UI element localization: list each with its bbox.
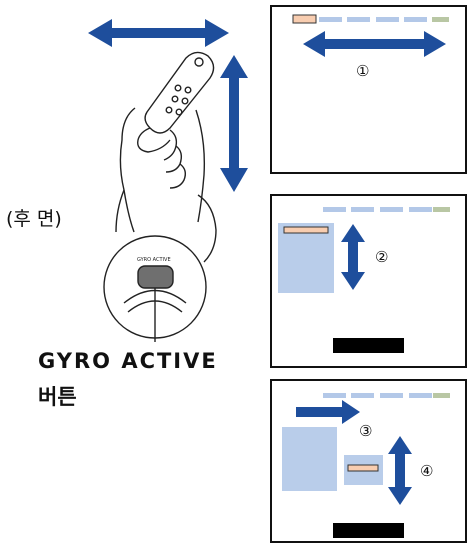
submenu-panel [278,223,334,293]
menu-item [347,17,370,22]
screen-3 [270,379,467,543]
black-bar [333,523,404,538]
menu-item [380,393,403,398]
menu-item [409,207,432,212]
black-bar [333,338,404,353]
screen-3-right-arrow [296,400,360,424]
rear-view-magnifier [103,235,207,342]
step-1-marker: ① [356,62,370,80]
hand-with-remote-illustration [115,51,217,263]
menu-item-last [433,207,450,212]
menu-item [323,207,346,212]
screen-2-vertical-arrow [341,224,365,290]
menu-item [323,393,346,398]
menu-item-last [433,393,450,398]
step-2-marker: ② [375,248,389,266]
gyro-active-label: GYRO ACTIVE [38,349,218,373]
menu-item [351,393,374,398]
menu-item [319,17,342,22]
menu-item [351,207,374,212]
menu-item [376,17,399,22]
submenu-selected-item [283,226,329,234]
submenu-panel [282,427,337,491]
step-3-marker: ③ [359,422,373,440]
screen-1 [270,5,467,174]
step-4-marker: ④ [420,462,434,480]
button-label: 버튼 [38,385,77,409]
menu-item-last [432,17,449,22]
vertical-motion-arrow [220,55,248,192]
horizontal-motion-arrow [88,19,229,47]
menu-item-selected [292,14,317,24]
screen-1-horizontal-arrow [303,31,446,57]
rear-view-label: (후 면) [6,208,62,230]
screen-3-vertical-arrow [388,436,412,505]
menu-item [409,393,432,398]
screen-2 [270,194,467,368]
sub-submenu-selected-item [347,464,379,472]
menu-item [380,207,403,212]
menu-item [404,17,427,22]
remote-button-caption: GYRO ACTIVE [137,257,171,263]
